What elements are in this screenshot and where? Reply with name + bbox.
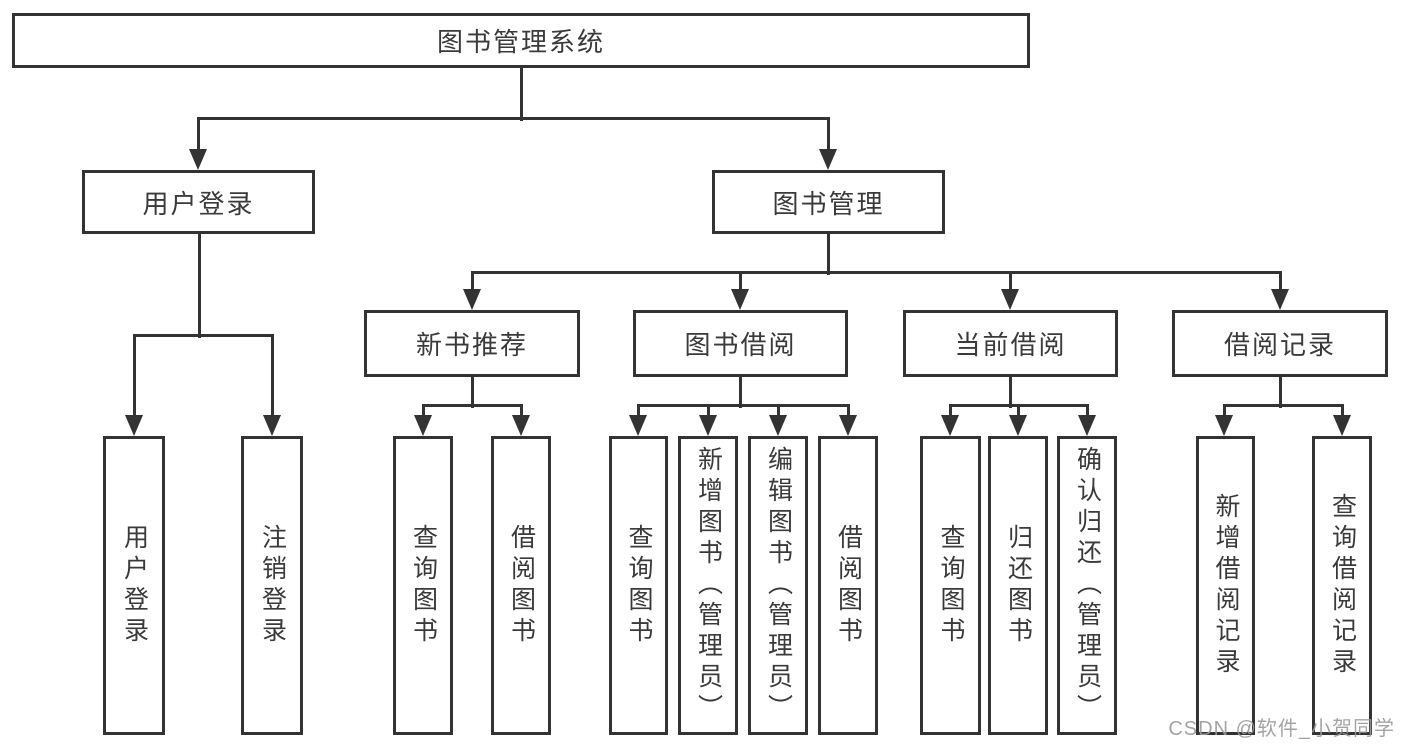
connector-stem (1008, 377, 1012, 408)
node-label: 图书管理 (772, 188, 885, 219)
arrow-down-icon (189, 149, 207, 170)
node-root: 图书管理系统 (12, 13, 1030, 68)
connector-drop (270, 335, 274, 418)
node-label: 编辑图书（管理员） (764, 446, 793, 725)
connector-stem (826, 234, 830, 275)
node-label: 查询图书 (409, 523, 438, 648)
connector-drop (421, 405, 425, 418)
connector-drop (706, 405, 710, 418)
node-book-management: 图书管理 (712, 170, 945, 234)
node-label: 借阅图书 (507, 523, 536, 648)
connector-bar (421, 403, 523, 407)
node-query-borrow-record: 查询借阅记录 (1312, 436, 1372, 735)
node-label: 查询图书 (937, 523, 965, 648)
connector-drop (636, 405, 640, 418)
arrow-down-icon (629, 415, 647, 436)
connector-stem (197, 234, 201, 338)
node-label: 新增图书（管理员） (694, 446, 723, 725)
connector-drop (826, 118, 830, 152)
connector-drop (470, 272, 474, 292)
arrow-down-icon (463, 289, 481, 310)
node-edit-books-admin: 编辑图书（管理员） (748, 436, 808, 735)
node-new-book-recommend: 新书推荐 (364, 310, 580, 377)
connector-drop (1340, 405, 1344, 418)
node-add-books-admin: 新增图书（管理员） (678, 436, 738, 735)
arrow-down-icon (699, 415, 717, 436)
watermark: CSDN @软件_小贺同学 (1168, 718, 1395, 740)
node-label: 借阅图书 (834, 523, 863, 648)
connector-bar (1222, 403, 1344, 407)
node-current-borrowing: 当前借阅 (903, 310, 1118, 377)
node-label: 用户登录 (142, 188, 255, 219)
connector-drop (1008, 272, 1012, 292)
connector-bar (132, 333, 274, 337)
node-add-borrow-record: 新增借阅记录 (1196, 436, 1255, 735)
connector-drop (1278, 272, 1282, 292)
connector-drop (1222, 405, 1226, 418)
connector-stem (1278, 377, 1282, 408)
arrow-down-icon (512, 415, 530, 436)
arrow-down-icon (414, 415, 432, 436)
connector-drop (1085, 405, 1089, 418)
arrow-down-icon (769, 415, 787, 436)
node-label: 图书管理系统 (436, 27, 605, 57)
connector-drop (1016, 405, 1020, 418)
node-borrowing-records: 借阅记录 (1172, 310, 1388, 377)
node-label: 借阅记录 (1223, 330, 1336, 360)
node-book-borrowing: 图书借阅 (633, 310, 848, 377)
node-label: 用户登录 (120, 523, 149, 648)
node-label: 图书借阅 (684, 330, 797, 360)
arrow-down-icon (839, 415, 857, 436)
arrow-down-icon (1009, 415, 1027, 436)
node-label: 当前借阅 (954, 330, 1067, 360)
arrow-down-icon (1078, 415, 1096, 436)
node-label: 查询借阅记录 (1328, 492, 1357, 679)
arrow-down-icon (1001, 289, 1019, 310)
connector-drop (519, 405, 523, 418)
node-label: 确认归还（管理员） (1073, 446, 1102, 725)
node-label: 新增借阅记录 (1212, 492, 1240, 679)
node-label: 新书推荐 (415, 330, 528, 360)
node-logout-user: 注销登录 (241, 436, 303, 735)
node-borrow-books-2: 借阅图书 (818, 436, 878, 735)
node-return-books: 归还图书 (988, 436, 1048, 735)
arrow-down-icon (731, 289, 749, 310)
connector-bar (470, 270, 1282, 274)
connector-drop (776, 405, 780, 418)
node-label: 归还图书 (1004, 523, 1033, 648)
arrow-down-icon (819, 149, 837, 170)
arrow-down-icon (1333, 415, 1351, 436)
node-query-books-3: 查询图书 (920, 436, 981, 735)
connector-stem (738, 377, 742, 408)
connector-drop (846, 405, 850, 418)
node-confirm-return-admin: 确认归还（管理员） (1057, 436, 1117, 735)
node-label: 注销登录 (258, 523, 287, 648)
arrow-down-icon (263, 415, 281, 436)
connector-bar (636, 403, 850, 407)
node-query-books-2: 查询图书 (609, 436, 668, 735)
connector-stem (519, 68, 523, 121)
node-borrow-books-1: 借阅图书 (491, 436, 551, 735)
arrow-down-icon (941, 415, 959, 436)
node-user-login: 用户登录 (82, 170, 315, 234)
node-query-books-1: 查询图书 (393, 436, 453, 735)
connector-stem (470, 377, 474, 408)
connector-drop (196, 118, 200, 152)
connector-drop (738, 272, 742, 292)
arrow-down-icon (125, 415, 143, 436)
connector-bar (196, 116, 830, 120)
connector-drop (948, 405, 952, 418)
connector-drop (132, 335, 136, 418)
node-login-user: 用户登录 (103, 436, 165, 735)
arrow-down-icon (1271, 289, 1289, 310)
arrow-down-icon (1215, 415, 1233, 436)
node-label: 查询图书 (625, 523, 653, 648)
